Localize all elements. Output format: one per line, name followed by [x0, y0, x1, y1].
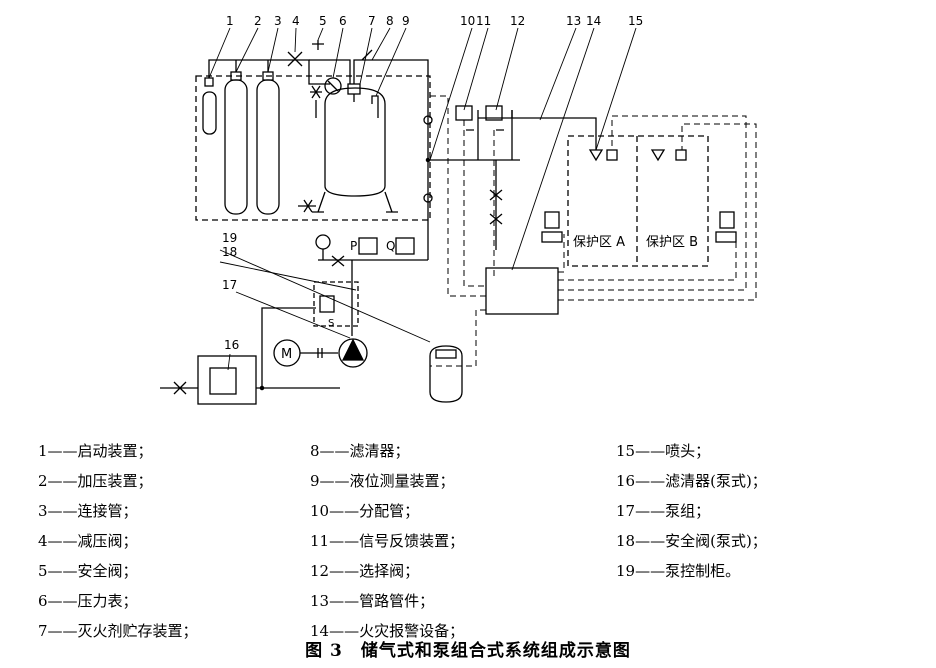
num-13: 13 [566, 14, 581, 28]
pressure-cylinder-2 [256, 79, 280, 215]
legend-item: 1——启动装置； [38, 442, 153, 460]
num-7: 7 [368, 14, 376, 28]
start-cylinder [202, 91, 217, 135]
legend-item: 8——滤清器； [310, 442, 410, 460]
legend-item: 11——信号反馈装置； [310, 532, 465, 550]
label-m: M [281, 347, 292, 362]
num-6: 6 [339, 14, 347, 28]
legend-item: 17——泵组； [616, 502, 711, 520]
num-17: 17 [222, 278, 237, 292]
legend-item: 4——减压阀； [38, 532, 138, 550]
pump-filter [197, 355, 257, 405]
storage-tank [324, 87, 386, 197]
num-14: 14 [586, 14, 601, 28]
pressure-cylinder-1 [224, 79, 248, 215]
figure-caption: 图 3 储气式和泵组合式系统组成示意图 [305, 641, 631, 661]
label-s: S [328, 318, 334, 329]
legend-column-3: 15——喷头； 16——滤清器(泵式)； 17——泵组； 18——安全阀(泵式)… [616, 436, 767, 586]
label-q: Q [386, 239, 395, 253]
fire-alarm-unit [485, 267, 559, 315]
relief-tank [429, 345, 463, 403]
legend-item: 10——分配管； [310, 502, 420, 520]
num-15: 15 [628, 14, 643, 28]
legend-item: 15——喷头； [616, 442, 711, 460]
system-diagram: 1 2 3 4 5 6 7 8 9 10 11 12 13 14 15 16 1… [160, 14, 757, 405]
num-2: 2 [254, 14, 262, 28]
num-11: 11 [476, 14, 491, 28]
num-5: 5 [319, 14, 327, 28]
legend-item: 9——液位测量装置； [310, 472, 455, 490]
legend-item: 13——管路管件； [310, 592, 435, 610]
num-19: 19 [222, 231, 237, 245]
legend-item: 5——安全阀； [38, 562, 138, 580]
legend-item: 14——火灾报警设备； [310, 622, 465, 640]
part-numbers: 1 2 3 4 5 6 7 8 9 10 11 12 13 14 15 16 1… [222, 14, 643, 362]
legend-item: 6——压力表； [38, 592, 138, 610]
protection-zones [567, 135, 709, 267]
legend: 1——启动装置； 2——加压装置； 3——连接管； 4——减压阀； 5——安全阀… [0, 436, 936, 640]
num-8: 8 [386, 14, 394, 28]
num-18: 18 [222, 245, 237, 259]
legend-item: 19——泵控制柜。 [616, 562, 741, 580]
legend-column-1: 1——启动装置； 2——加压装置； 3——连接管； 4——减压阀； 5——安全阀… [38, 436, 198, 646]
legend-item: 16——滤清器(泵式)； [616, 472, 767, 490]
zone-b-label: 保护区 B [646, 235, 698, 250]
legend-item: 18——安全阀(泵式)； [616, 532, 767, 550]
num-10: 10 [460, 14, 475, 28]
pump-gauge [315, 234, 331, 250]
legend-item: 2——加压装置； [38, 472, 153, 490]
pump-control-cabinet [313, 281, 359, 327]
num-1: 1 [226, 14, 234, 28]
label-p: P [350, 239, 357, 253]
num-16: 16 [224, 338, 239, 352]
zone-a-label: 保护区 A [573, 235, 625, 250]
num-4: 4 [292, 14, 300, 28]
storage-enclosure [195, 75, 431, 221]
num-9: 9 [402, 14, 410, 28]
legend-item: 7——灭火剂贮存装置； [38, 622, 198, 640]
legend-item: 12——选择阀； [310, 562, 420, 580]
num-3: 3 [274, 14, 282, 28]
num-12: 12 [510, 14, 525, 28]
legend-column-2: 8——滤清器； 9——液位测量装置； 10——分配管； 11——信号反馈装置； … [310, 436, 464, 646]
legend-item: 3——连接管； [38, 502, 138, 520]
